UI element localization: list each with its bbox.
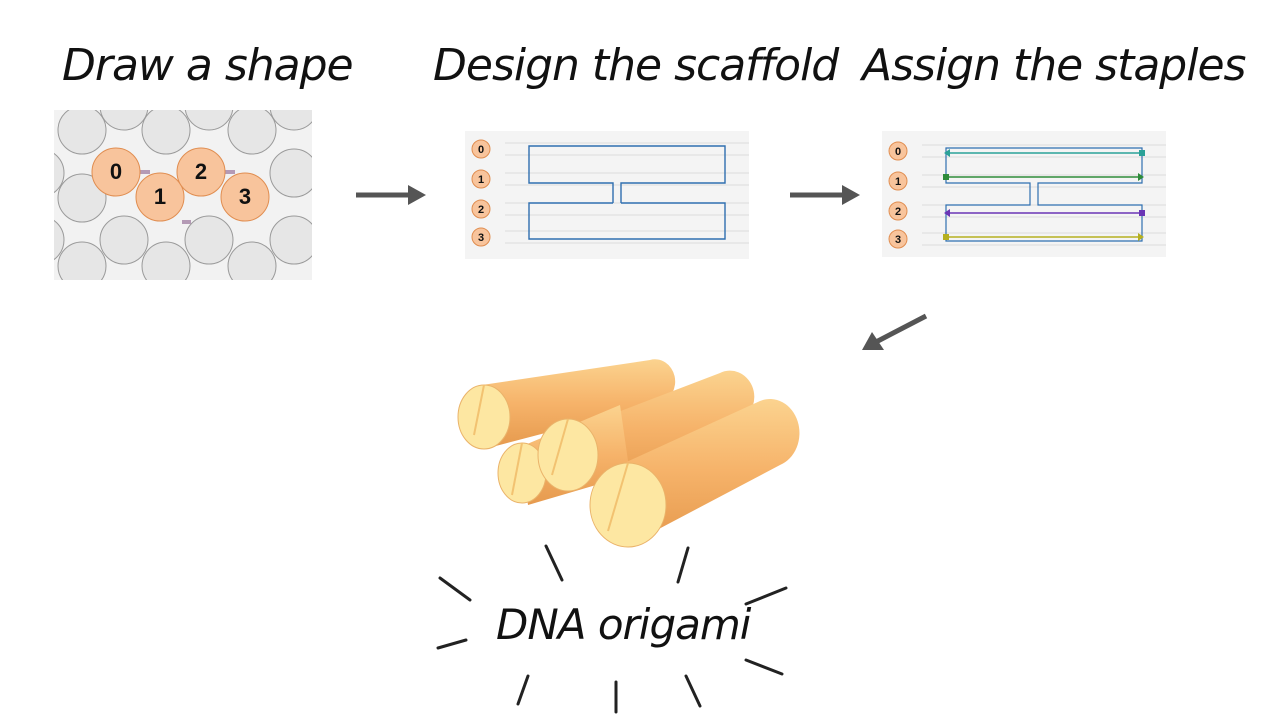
cylinder-0-body xyxy=(482,359,676,447)
helix-badge-0 xyxy=(888,141,908,161)
step-title-draw-shape: Draw a shape xyxy=(62,40,354,91)
helix-badge-0 xyxy=(471,139,491,159)
helix-badge-2 xyxy=(888,201,908,221)
helix-badge-label-1: 1 xyxy=(478,174,484,186)
helix-label-3: 3 xyxy=(239,184,251,209)
lattice-svg: 0 1 2 3 xyxy=(54,110,312,280)
helix-badge-label-0: 0 xyxy=(478,144,484,156)
helix-label-1: 1 xyxy=(154,184,166,209)
lattice-cell xyxy=(99,215,149,265)
step-title-assign-staples: Assign the staples xyxy=(862,40,1246,91)
staple-end-0 xyxy=(944,149,950,157)
helix-badge-label-3: 3 xyxy=(478,232,484,244)
arrow-step3-to-result xyxy=(862,313,928,350)
lattice-cell xyxy=(269,148,312,198)
lattice-cell xyxy=(269,110,312,131)
lattice-cell xyxy=(227,241,277,280)
helix-badge-label-0: 0 xyxy=(895,146,901,158)
lattice-cell xyxy=(269,215,312,265)
arrow-step2-to-step3 xyxy=(790,185,860,205)
staple-start-1 xyxy=(943,174,949,180)
scaffold-strand-2 xyxy=(528,202,726,240)
arrow-step1-to-step2 xyxy=(356,185,426,205)
lattice-cell xyxy=(54,152,65,194)
lattice-cell xyxy=(57,173,107,223)
helix-label-0: 0 xyxy=(110,159,122,184)
step-title-design-scaffold: Design the scaffold xyxy=(433,40,839,91)
scaffold-strand-0 xyxy=(615,145,726,203)
helix-circle-0 xyxy=(91,147,141,197)
staple-end-1 xyxy=(1138,173,1144,181)
helix-badge-label-2: 2 xyxy=(478,204,484,216)
lattice-cell xyxy=(227,110,277,155)
lattice-panel: 0 1 2 3 xyxy=(54,110,312,280)
lattice-cell xyxy=(184,110,234,131)
helix-badge-label-3: 3 xyxy=(895,234,901,246)
helix-circle-2 xyxy=(176,147,226,197)
lattice-cell xyxy=(99,110,149,131)
helix-label-2: 2 xyxy=(195,159,207,184)
helix-badge-label-1: 1 xyxy=(895,176,901,188)
staple-end-2 xyxy=(944,209,950,217)
lattice-cell xyxy=(141,110,191,155)
helix-badge-3 xyxy=(471,227,491,247)
helix-circle-1 xyxy=(135,172,185,222)
dna-origami-cylinders xyxy=(457,359,800,548)
dna-origami-label: DNA origami xyxy=(496,600,751,649)
scaffold-panel: 0 1 2 3 xyxy=(465,131,749,259)
staple-start-2 xyxy=(1139,210,1145,216)
scaffold-svg: 0 1 2 3 xyxy=(471,139,749,247)
staple-start-0 xyxy=(1139,150,1145,156)
helix-badge-1 xyxy=(471,169,491,189)
scaffold-strand-1 xyxy=(528,145,615,203)
scaffold-outline xyxy=(945,147,1143,242)
lattice-cell xyxy=(54,219,65,261)
staple-end-3 xyxy=(1138,233,1144,241)
lattice-cell xyxy=(57,110,107,155)
lattice-cell xyxy=(184,215,234,265)
lattice-cell xyxy=(141,241,191,280)
helix-badge-label-2: 2 xyxy=(895,206,901,218)
helix-badge-1 xyxy=(888,171,908,191)
staples-panel: 0 1 2 3 xyxy=(882,131,1166,257)
lattice-cell xyxy=(57,241,107,280)
staples-svg: 0 1 2 3 xyxy=(888,141,1166,249)
helix-badge-2 xyxy=(471,199,491,219)
staple-start-3 xyxy=(943,234,949,240)
helix-badge-3 xyxy=(888,229,908,249)
helix-circle-3 xyxy=(220,172,270,222)
